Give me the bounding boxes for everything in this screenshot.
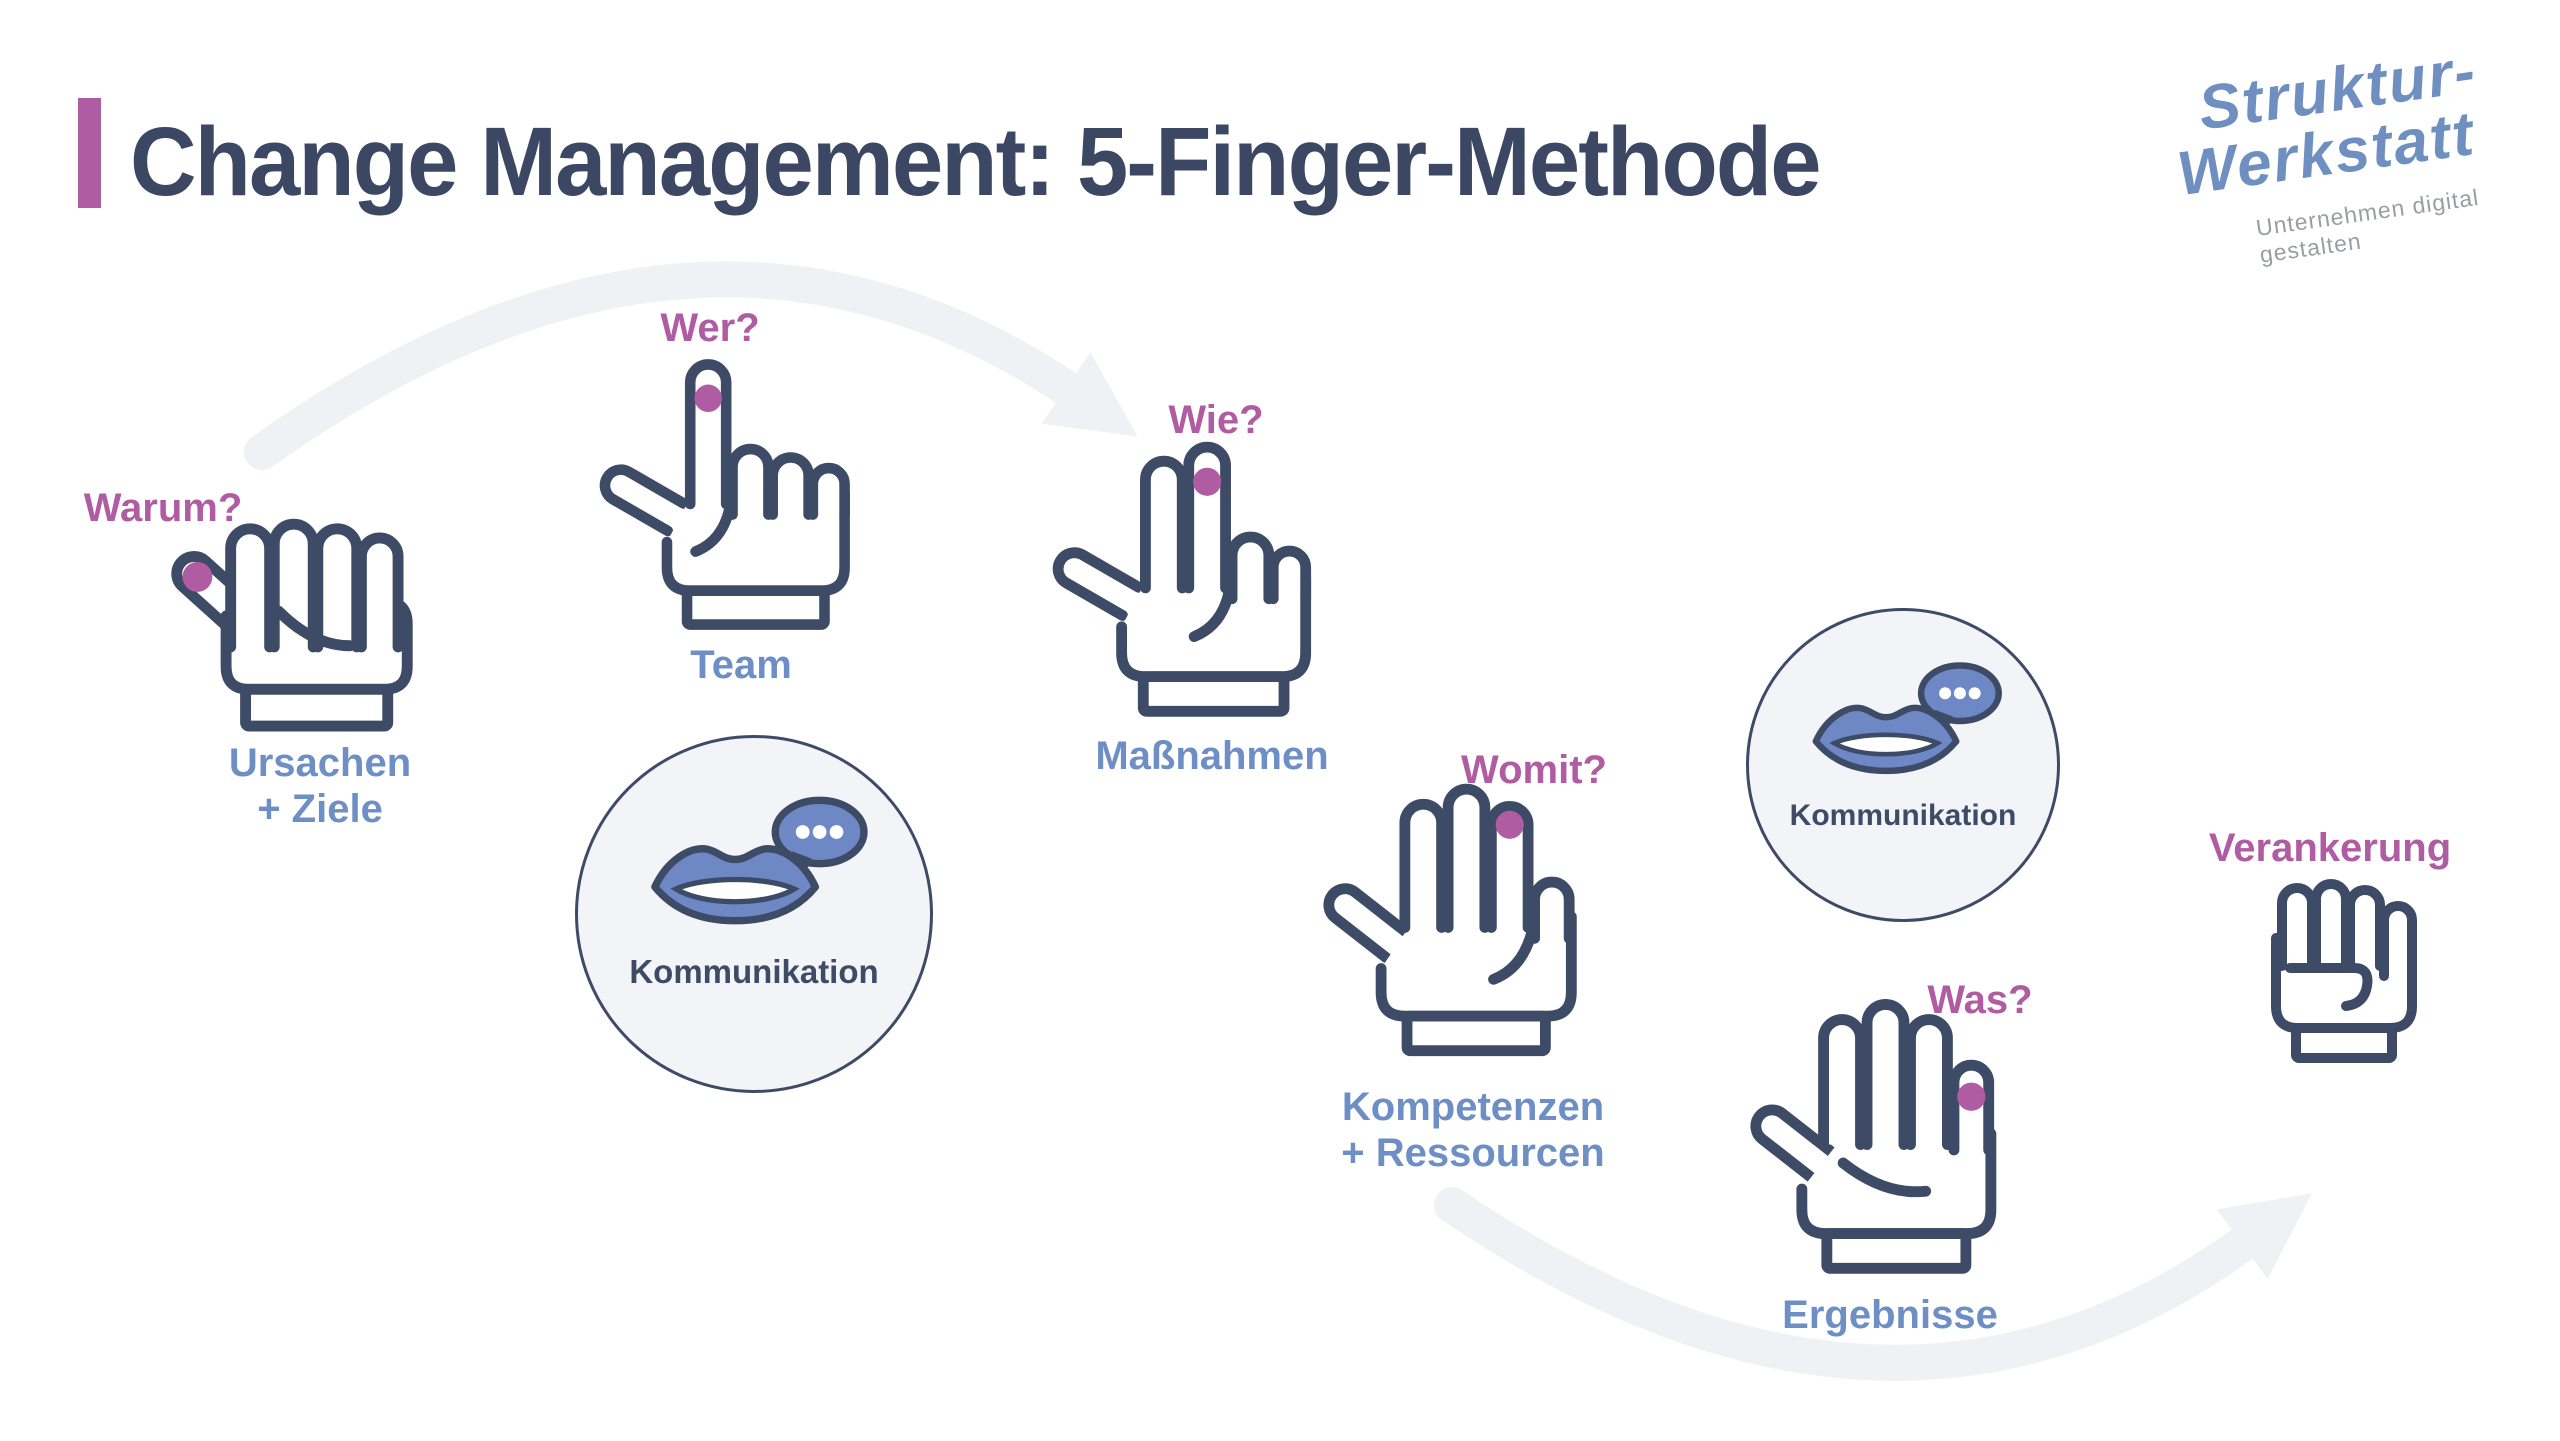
topic-label-ergebnisse: Ergebnisse bbox=[1782, 1292, 1998, 1338]
topic-line: Ergebnisse bbox=[1782, 1293, 1998, 1337]
fingertip-marker bbox=[1957, 1082, 1986, 1111]
question-label-was: Was? bbox=[1927, 978, 2033, 1022]
topic-label-massnahmen: Maßnahmen bbox=[1095, 733, 1328, 779]
lips-speech-bubble-icon bbox=[1812, 662, 2003, 775]
topic-line: Ursachen bbox=[228, 741, 412, 785]
fingertip-marker bbox=[694, 384, 722, 413]
question-label-wie: Wie? bbox=[1168, 398, 1264, 442]
question-label-womit: Womit? bbox=[1461, 748, 1607, 792]
kommunikation-circle-left: Kommunikation bbox=[575, 735, 933, 1093]
topic-label-kompetenzen-ressourcen: Kompetenzen + Ressourcen bbox=[1341, 1084, 1604, 1176]
fingertip-marker bbox=[1193, 467, 1222, 496]
topic-label-ursachen-ziele: Ursachen + Ziele bbox=[229, 740, 411, 832]
question-label-wer: Wer? bbox=[660, 306, 760, 350]
topic-line: Team bbox=[690, 643, 792, 687]
kommunikation-circle-right: Kommunikation bbox=[1746, 608, 2060, 922]
kommunikation-label: Kommunikation bbox=[629, 952, 879, 990]
topic-line: Kompetenzen bbox=[1341, 1085, 1605, 1129]
fingertip-marker bbox=[182, 562, 213, 592]
lips-speech-bubble-icon bbox=[651, 796, 868, 925]
hand-icon-thumb bbox=[171, 518, 413, 732]
title-accent-bar bbox=[78, 98, 101, 208]
question-label-warum: Warum? bbox=[83, 486, 243, 530]
topic-label-team: Team bbox=[690, 642, 792, 688]
kommunikation-label: Kommunikation bbox=[1789, 798, 2017, 832]
hand-icon-three-fingers bbox=[1323, 783, 1577, 1057]
top-arc-arrow bbox=[244, 261, 1138, 470]
hand-icon-four-fingers bbox=[1750, 999, 1997, 1274]
hand-icon-fist bbox=[2271, 879, 2417, 1063]
topic-line: + Ziele bbox=[257, 787, 383, 831]
question-label-verankerung: Verankerung bbox=[2208, 826, 2452, 870]
bottom-arc-arrow bbox=[1434, 1187, 2312, 1381]
hand-icon-two-fingers bbox=[1052, 441, 1312, 717]
topic-line: + Ressourcen bbox=[1341, 1131, 1605, 1175]
topic-line: Maßnahmen bbox=[1095, 734, 1329, 778]
page-title: Change Management: 5-Finger-Methode bbox=[130, 107, 1821, 216]
fingertip-marker bbox=[1495, 810, 1524, 839]
hand-icon-one-finger bbox=[599, 359, 850, 630]
